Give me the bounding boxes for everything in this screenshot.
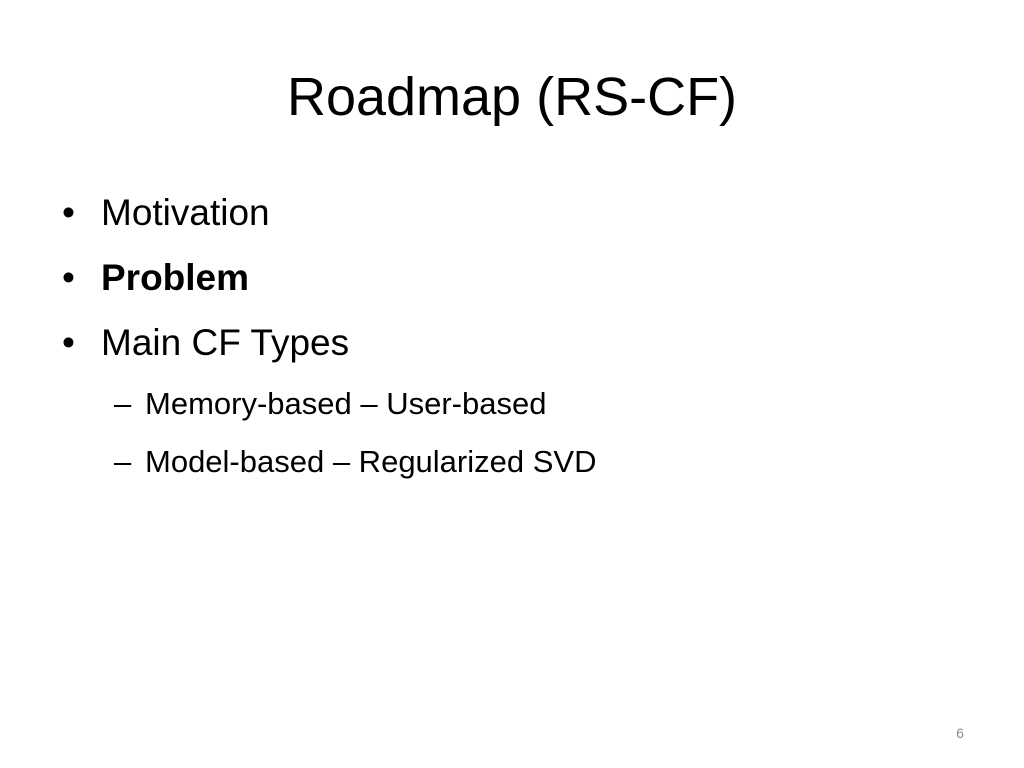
bullet-text: Motivation	[101, 192, 270, 233]
bullet-dot-icon: •	[62, 322, 75, 363]
page-number: 6	[956, 725, 964, 741]
sub-bullet-list: – Memory-based – User-based – Model-base…	[114, 382, 974, 498]
sub-bullet-text: Memory-based – User-based	[145, 386, 547, 421]
bullet-item-main-cf-types: • Main CF Types	[62, 318, 962, 368]
bullet-dot-icon: •	[62, 257, 75, 298]
sub-bullet-item-memory-based: – Memory-based – User-based	[114, 382, 974, 426]
sub-bullet-item-model-based: – Model-based – Regularized SVD	[114, 440, 974, 484]
bullet-item-motivation: • Motivation	[62, 188, 962, 238]
slide-title: Roadmap (RS-CF)	[286, 67, 738, 127]
dash-marker-icon: –	[114, 444, 132, 479]
bullet-text: Main CF Types	[101, 322, 350, 363]
sub-bullet-text: Model-based – Regularized SVD	[145, 444, 597, 479]
bullet-text: Problem	[101, 257, 250, 298]
dash-marker-icon: –	[114, 386, 132, 421]
bullet-list: • Motivation • Problem • Main CF Types	[62, 188, 962, 383]
bullet-item-problem: • Problem	[62, 253, 962, 303]
bullet-dot-icon: •	[62, 192, 75, 233]
